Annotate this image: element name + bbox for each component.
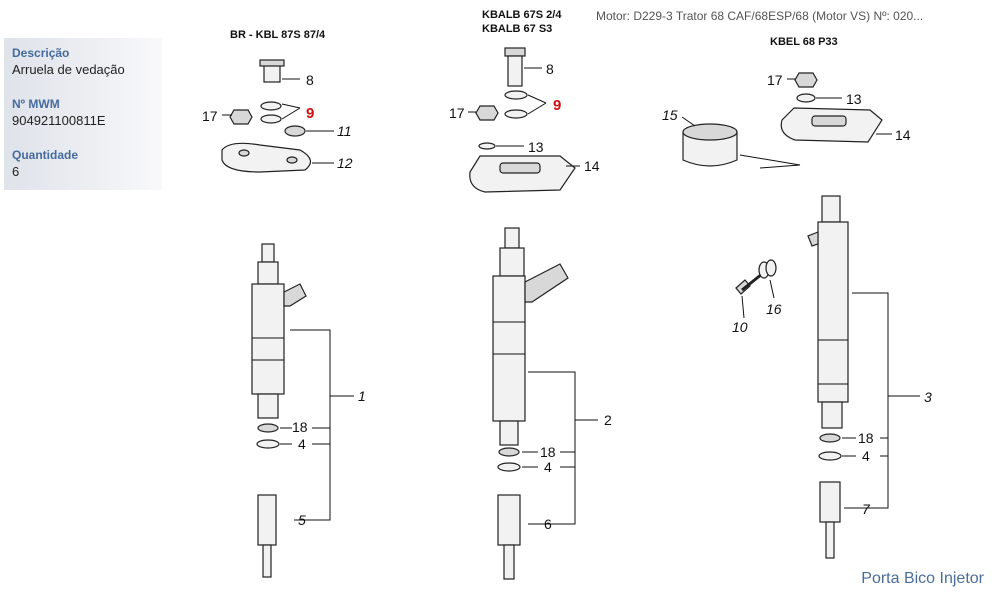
injector-2-leakoff: [524, 263, 569, 303]
washer-9-left-a: [260, 101, 282, 111]
callout-7[interactable]: 7: [862, 501, 871, 517]
callout-18-mid[interactable]: 18: [540, 444, 556, 460]
injector-3-inlet: [821, 195, 841, 223]
section-title-link[interactable]: Porta Bico Injetor: [861, 570, 984, 587]
injector-2-tip: [499, 420, 519, 446]
callout-2[interactable]: 2: [604, 412, 612, 428]
nozzle-6-tip: [503, 544, 515, 580]
washer-4-right: [818, 451, 842, 461]
callout-13-right[interactable]: 13: [846, 91, 862, 107]
seal-18-mid: [498, 447, 520, 457]
washer-9-left-b: [260, 114, 282, 124]
injector-2-neck: [499, 247, 525, 277]
bolt-10-head: [735, 279, 751, 295]
callout-1[interactable]: 1: [358, 388, 366, 404]
bolt-head-mid: [504, 47, 526, 57]
seal-18-right: [819, 433, 841, 443]
injector-holder-2: [492, 227, 598, 580]
callout-15[interactable]: 15: [662, 107, 678, 123]
seal-18-left: [257, 423, 279, 433]
top-right-assembly: [681, 72, 892, 169]
callout-8-mid[interactable]: 8: [546, 61, 554, 77]
quantidade-label: Quantidade: [12, 148, 79, 162]
injector-holder-3: [735, 195, 920, 559]
sleeve-15: [682, 131, 738, 167]
callout-11[interactable]: 11: [337, 123, 352, 139]
group-mid-label-2: KBALB 67 S3: [482, 23, 552, 35]
mwm-label: Nº MWM: [12, 97, 60, 111]
injector-3-tip: [821, 401, 843, 429]
quantidade-value: 6: [12, 164, 20, 179]
clamp-12-hole: [238, 149, 250, 157]
nut-17-mid: [475, 105, 499, 121]
callout-16[interactable]: 16: [766, 301, 782, 317]
engine-header: Motor: D229-3 Trator 68 CAF/68ESP/68 (Mo…: [596, 9, 924, 23]
clamp-14-slot: [499, 162, 541, 174]
nozzle-5-tip: [262, 544, 272, 578]
part-info-panel: Descrição Arruela de vedação Nº MWM 9049…: [4, 38, 162, 190]
clamp-12-hole-b: [286, 156, 298, 164]
nozzle-5-body: [257, 494, 277, 546]
washer-13-right: [796, 93, 816, 103]
injector-1-inlet: [261, 243, 275, 263]
nozzle-6-body: [497, 494, 521, 546]
callout-10[interactable]: 10: [732, 319, 748, 335]
callout-17-left[interactable]: 17: [202, 108, 218, 124]
injector-2-inlet: [504, 227, 520, 249]
washer-4-left: [256, 439, 280, 449]
part-11: [284, 125, 306, 137]
injector-3-body: [817, 221, 849, 403]
callout-5[interactable]: 5: [298, 512, 306, 528]
callout-8-left[interactable]: 8: [306, 72, 314, 88]
sleeve-15-top: [682, 123, 738, 141]
washer-13-mid: [478, 142, 496, 150]
nozzle-7-tip: [825, 521, 835, 559]
clamp-14-right-slot: [811, 115, 847, 127]
clamp-14-mid: [469, 155, 576, 193]
washer-4-mid: [497, 462, 521, 472]
ring-16-b: [765, 259, 777, 277]
callout-17-mid[interactable]: 17: [449, 105, 465, 121]
callout-9-mid[interactable]: 9: [553, 97, 561, 114]
callout-13-mid[interactable]: 13: [528, 139, 544, 155]
mwm-value: 904921100811E: [12, 113, 106, 128]
injector-1-leakoff: [283, 283, 307, 307]
washer-9-mid-a: [504, 90, 528, 100]
injector-holder-1: [251, 243, 354, 578]
bolt-8-mid: [507, 55, 523, 87]
bolt-head-left: [259, 59, 285, 67]
callout-18-left[interactable]: 18: [292, 419, 308, 435]
group-right-label: KBEL 68 P33: [770, 36, 838, 48]
washer-9-mid-b: [504, 109, 528, 119]
injector-2-body: [492, 275, 526, 422]
top-middle-assembly: [468, 47, 580, 193]
group-mid-label-1: KBALB 67S 2/4: [482, 9, 562, 21]
descricao-label: Descrição: [12, 46, 70, 60]
injector-1-body: [251, 283, 285, 395]
nozzle-7-body: [819, 481, 841, 523]
nut-17-left: [229, 109, 253, 125]
clamp-12: [221, 142, 311, 173]
injector-1-neck: [257, 261, 279, 285]
callout-3[interactable]: 3: [924, 389, 932, 405]
callout-9-left[interactable]: 9: [306, 105, 314, 122]
callout-18-right[interactable]: 18: [858, 430, 874, 446]
descricao-value: Arruela de vedação: [12, 62, 125, 77]
group-left-label: BR - KBL 87S 87/4: [230, 29, 326, 41]
injector-1-tip: [257, 393, 279, 419]
callout-14-right[interactable]: 14: [895, 127, 911, 143]
callout-17-right[interactable]: 17: [767, 72, 783, 88]
callout-12[interactable]: 12: [337, 155, 353, 171]
callout-4-right[interactable]: 4: [862, 448, 870, 464]
callout-14-mid[interactable]: 14: [584, 158, 600, 174]
callout-4-mid[interactable]: 4: [544, 459, 552, 475]
callout-6[interactable]: 6: [544, 516, 552, 532]
callout-4-left[interactable]: 4: [298, 436, 306, 452]
injector-3-leakoff: [807, 231, 819, 247]
top-left-assembly: [221, 59, 334, 173]
nut-17-right: [794, 72, 818, 88]
